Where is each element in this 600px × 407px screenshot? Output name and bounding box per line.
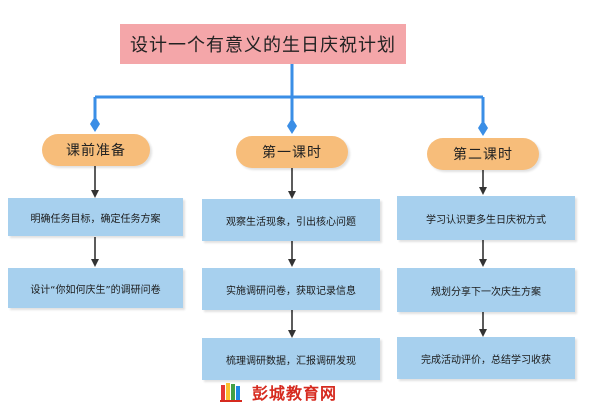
site-logo: 彭城教育网 bbox=[220, 381, 337, 403]
step-box: 学习认识更多生日庆祝方式 bbox=[397, 196, 575, 240]
books-icon bbox=[220, 383, 242, 402]
diamond-marker bbox=[287, 118, 297, 134]
diamond-marker bbox=[90, 116, 100, 132]
flow-arrows bbox=[91, 164, 487, 338]
phase-label-first-lesson: 第一课时 bbox=[236, 136, 348, 168]
step-box: 观察生活现象，引出核心问题 bbox=[202, 199, 380, 241]
step-box: 明确任务目标，确定任务方案 bbox=[8, 198, 183, 236]
step-box: 完成活动评价，总结学习收获 bbox=[397, 337, 575, 379]
diagram-title: 设计一个有意义的生日庆祝计划 bbox=[120, 24, 406, 64]
tree-connector bbox=[93, 64, 485, 122]
step-box: 梳理调研数据，汇报调研发现 bbox=[202, 338, 380, 380]
logo-text: 彭城教育网 bbox=[252, 384, 338, 403]
step-box: 规划分享下一次庆生方案 bbox=[397, 268, 575, 312]
phase-label-second-lesson: 第二课时 bbox=[427, 138, 539, 170]
phase-label-pre-class: 课前准备 bbox=[42, 134, 150, 166]
step-box: 设计“你如何庆生”的调研问卷 bbox=[8, 268, 183, 308]
diamond-marker bbox=[478, 120, 488, 136]
connector-diamonds bbox=[90, 116, 488, 136]
step-box: 实施调研问卷，获取记录信息 bbox=[202, 268, 380, 310]
